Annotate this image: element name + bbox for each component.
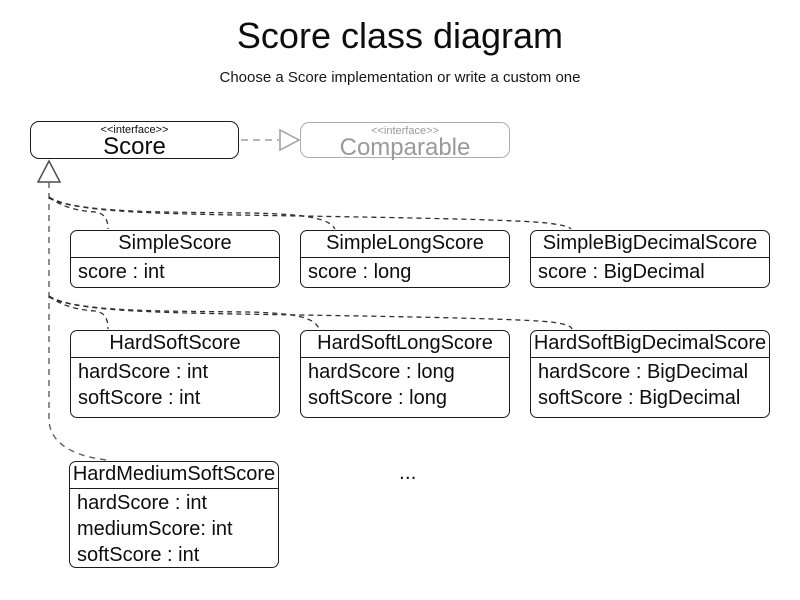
stereotype-label: <<interface>>: [100, 124, 169, 136]
class-box-simplelongscore: SimpleLongScore score : long: [300, 230, 510, 288]
attributes-section: hardScore : int mediumScore: int softSco…: [70, 489, 278, 568]
attribute-row: hardScore : BigDecimal: [538, 361, 749, 383]
attributes-section: hardScore : BigDecimal softScore : BigDe…: [531, 358, 769, 411]
more-implementations-ellipsis: ...: [399, 461, 417, 484]
attribute-row: softScore : BigDecimal: [538, 387, 741, 409]
realization-branch-simplebigdecimalscore: [48, 197, 572, 230]
attribute-row: mediumScore: int: [77, 518, 233, 540]
stereotype-label: <<interface>>: [371, 125, 439, 137]
attribute-row: hardScore : int: [78, 361, 209, 383]
class-name: SimpleScore: [71, 231, 279, 258]
attributes-section: hardScore : int softScore : int: [71, 358, 279, 411]
attribute-row: hardScore : long: [308, 361, 455, 383]
interface-box-score: <<interface>> Score: [30, 121, 239, 159]
class-name: HardSoftLongScore: [301, 331, 509, 358]
interface-name: Comparable: [339, 134, 471, 161]
interface-box-comparable: <<interface>> Comparable: [300, 122, 510, 161]
class-box-hardsoftbigdecimalscore: HardSoftBigDecimalScore hardScore : BigD…: [530, 330, 770, 418]
diagram-subtitle: Choose a Score implementation or write a…: [219, 69, 581, 86]
attribute-row: softScore : int: [78, 387, 201, 409]
class-name: HardSoftScore: [71, 331, 279, 358]
attributes-section: score : int: [71, 258, 279, 285]
hollow-triangle-arrowhead-icon: [279, 128, 301, 152]
diagram-title: Score class diagram: [236, 15, 564, 56]
attributes-section: hardScore : long softScore : long: [301, 358, 509, 411]
attribute-row: score : long: [308, 261, 412, 283]
class-box-hardsoftscore: HardSoftScore hardScore : int softScore …: [70, 330, 280, 418]
class-box-simplebigdecimalscore: SimpleBigDecimalScore score : BigDecimal: [530, 230, 770, 288]
realization-trunk-hardmediumsoftscore: [48, 182, 108, 461]
hollow-triangle-arrowhead-icon: [36, 159, 62, 183]
class-name: SimpleBigDecimalScore: [531, 231, 769, 258]
class-box-hardmediumsoftscore: HardMediumSoftScore hardScore : int medi…: [69, 461, 279, 568]
interface-name: Score: [103, 133, 166, 160]
class-name: HardMediumSoftScore: [70, 462, 278, 489]
attribute-row: hardScore : int: [77, 492, 208, 514]
class-name: SimpleLongScore: [301, 231, 509, 258]
attribute-row: softScore : int: [77, 544, 200, 566]
class-box-hardsoftlongscore: HardSoftLongScore hardScore : long softS…: [300, 330, 510, 418]
class-name: HardSoftBigDecimalScore: [531, 331, 769, 358]
realization-branch-simplescore: [48, 196, 109, 230]
realization-branch-simplelongscore: [48, 196, 336, 230]
attribute-row: softScore : long: [308, 387, 447, 409]
realization-branch-hardsoftbigdecimalscore: [48, 296, 573, 330]
attribute-row: score : BigDecimal: [538, 261, 705, 283]
realization-branch-hardsoftscore: [48, 295, 109, 330]
attribute-row: score : int: [78, 261, 165, 283]
attributes-section: score : long: [301, 258, 509, 285]
attributes-section: score : BigDecimal: [531, 258, 769, 285]
class-box-simplescore: SimpleScore score : int: [70, 230, 280, 288]
